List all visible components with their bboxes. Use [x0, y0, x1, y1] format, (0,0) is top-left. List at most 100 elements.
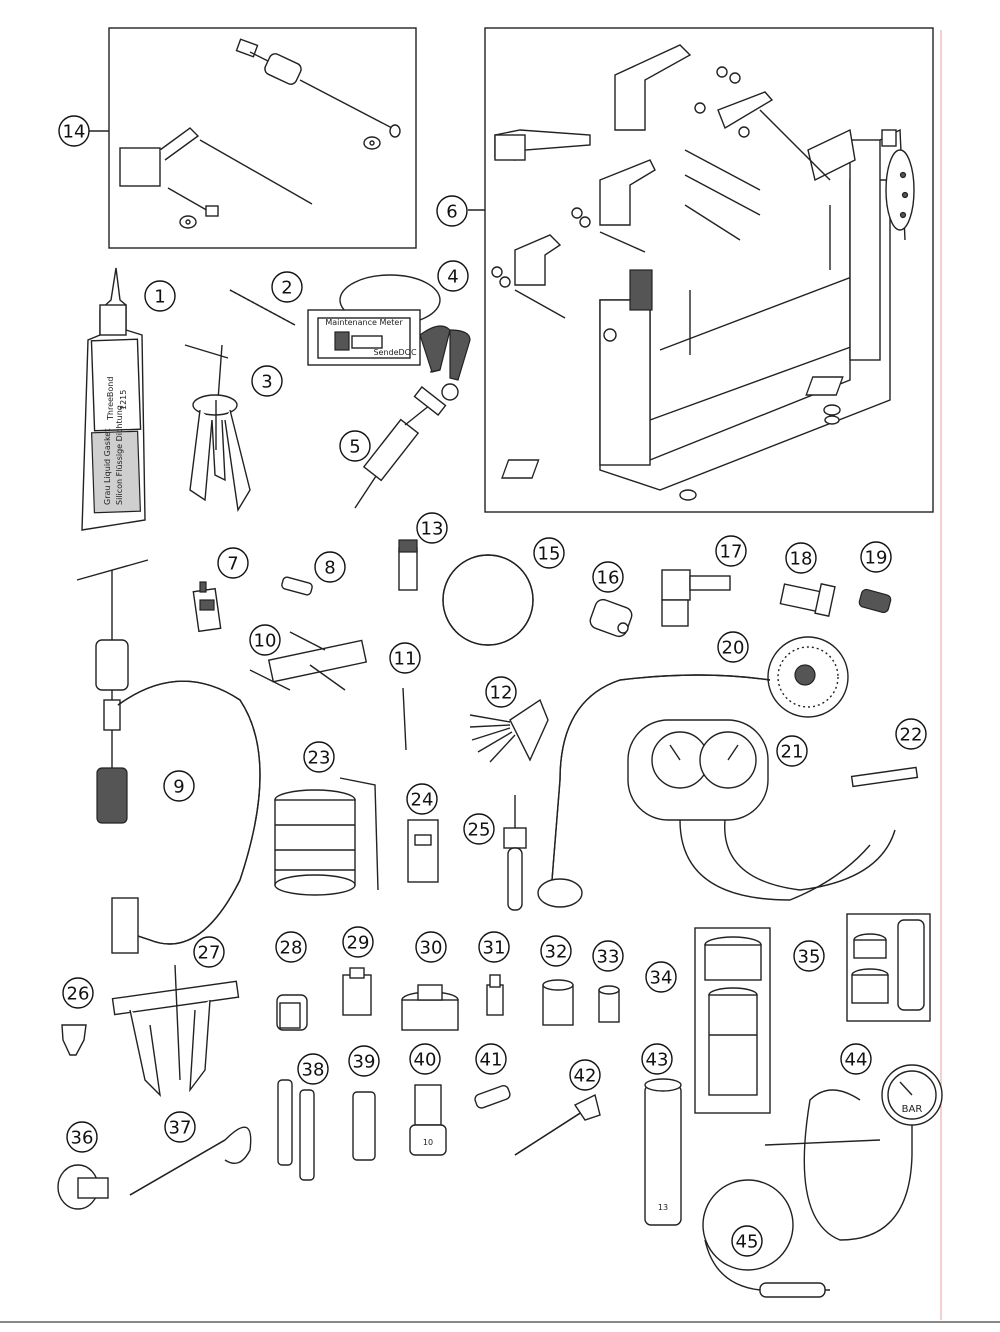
tool-12-feeler-gauge-set	[469, 698, 549, 763]
callout-2: 2	[271, 271, 303, 303]
tool-35-bearing-kit	[846, 913, 931, 1022]
callout-number: 44	[845, 1050, 868, 1071]
callout-number: 2	[281, 278, 292, 299]
tool-26-bushing	[61, 1024, 87, 1056]
callout-38: 38	[297, 1053, 329, 1085]
tool-36-holder	[57, 1164, 109, 1210]
tool-4-maintenance-meter: Maintenance Meter SendeDOC	[307, 274, 471, 381]
socket-43-size: 13	[658, 1203, 668, 1212]
tool-33-sleeve	[598, 985, 620, 1023]
callout-32: 32	[540, 935, 572, 967]
tool-40-socket: 10	[409, 1084, 447, 1156]
callout-number: 34	[650, 968, 673, 989]
callout-7: 7	[217, 547, 249, 579]
callout-15: 15	[533, 537, 565, 569]
tool-1-threebond-sealant-tube: ThreeBond 1215 Grau Liquid Gasket Silico…	[81, 267, 146, 531]
callout-number: 41	[480, 1050, 503, 1071]
callout-number: 24	[411, 790, 434, 811]
callout-9: 9	[163, 770, 195, 802]
tool-14-engine-fixing-kit	[88, 27, 417, 249]
tube-text-b: Silicon Flüssige Dichtung	[115, 405, 124, 505]
tool-42-hook-wrench	[514, 1093, 601, 1156]
tube-code-text: 1215	[119, 390, 128, 410]
callout-number: 17	[720, 542, 743, 563]
meter-brand: SendeDOC	[373, 348, 417, 357]
callout-number: 1	[154, 287, 165, 308]
tool-18-plug-bolt	[779, 583, 836, 617]
callout-number: 26	[67, 984, 90, 1005]
callout-37: 37	[164, 1111, 196, 1143]
callout-1: 1	[144, 280, 176, 312]
tool-15-lock-ring	[442, 554, 534, 646]
tool-6-engine-stand	[468, 27, 934, 513]
callout-5: 5	[339, 430, 371, 462]
callout-18: 18	[785, 542, 817, 574]
tool-30-sleeve	[401, 984, 459, 1031]
callout-number: 12	[490, 683, 513, 704]
callout-28: 28	[275, 931, 307, 963]
callout-number: 5	[349, 437, 360, 458]
callout-10: 10	[249, 624, 281, 656]
tool-20-degree-wheel	[537, 636, 849, 908]
callout-number: 19	[865, 548, 888, 569]
callout-number: 29	[347, 933, 370, 954]
callout-36: 36	[66, 1121, 98, 1153]
callout-number: 32	[545, 942, 568, 963]
tool-3-puller	[184, 344, 251, 513]
callout-number: 42	[574, 1066, 597, 1087]
tube-text-a: Grau Liquid Gasket	[103, 429, 112, 505]
callout-31: 31	[478, 931, 510, 963]
callout-11: 11	[389, 642, 421, 674]
callout-number: 21	[781, 742, 804, 763]
callout-8: 8	[314, 551, 346, 583]
callout-number: 43	[646, 1050, 669, 1071]
tool-31-pin-sleeve	[486, 974, 504, 1016]
tool-23-piston-ring-compressor	[274, 777, 379, 896]
callout-number: 6	[446, 202, 457, 223]
callout-number: 15	[538, 544, 561, 565]
tool-45-hose	[702, 1179, 830, 1298]
tool-37-pin-wrench	[129, 1126, 252, 1196]
callout-number: 38	[302, 1060, 325, 1081]
callout-number: 16	[597, 568, 620, 589]
tool-32-sleeve	[542, 979, 574, 1026]
callout-number: 35	[798, 947, 821, 968]
tool-39-sleeve	[352, 1091, 376, 1161]
callout-39: 39	[348, 1045, 380, 1077]
callout-number: 28	[280, 938, 303, 959]
callout-25: 25	[463, 813, 495, 845]
callout-number: 23	[308, 748, 331, 769]
callout-23: 23	[303, 741, 335, 773]
callout-29: 29	[342, 926, 374, 958]
callout-43: 43	[641, 1043, 673, 1075]
callout-26: 26	[62, 977, 94, 1009]
callout-number: 30	[420, 938, 443, 959]
tool-16-sleeve	[589, 598, 633, 638]
tool-29-sleeve	[342, 967, 372, 1016]
callout-number: 11	[394, 649, 417, 670]
callout-14: 14	[58, 115, 90, 147]
tube-brand-text: ThreeBond	[106, 377, 115, 421]
tool-8-pin	[281, 576, 313, 596]
callout-number: 8	[324, 558, 335, 579]
meter-title: Maintenance Meter	[325, 318, 403, 327]
callout-number: 3	[261, 372, 272, 393]
tool-21-vacuum-gauge	[627, 719, 896, 901]
tool-43-long-socket: 13	[644, 1078, 682, 1226]
callout-number: 39	[353, 1052, 376, 1073]
tool-5-syringe	[354, 383, 459, 509]
tool-44-fuel-pressure-gauge: BAR	[764, 1064, 943, 1241]
tool-41-holder	[474, 1084, 511, 1109]
tool-17-hose-connector	[661, 569, 731, 627]
callout-21: 21	[776, 735, 808, 767]
callout-41: 41	[475, 1043, 507, 1075]
callout-45: 45	[731, 1225, 763, 1257]
callout-6: 6	[436, 195, 468, 227]
callout-4: 4	[437, 260, 469, 292]
tool-25-slide-hammer	[503, 795, 527, 911]
callout-number: 31	[483, 938, 506, 959]
callout-number: 10	[254, 631, 277, 652]
callout-27: 27	[193, 936, 225, 968]
